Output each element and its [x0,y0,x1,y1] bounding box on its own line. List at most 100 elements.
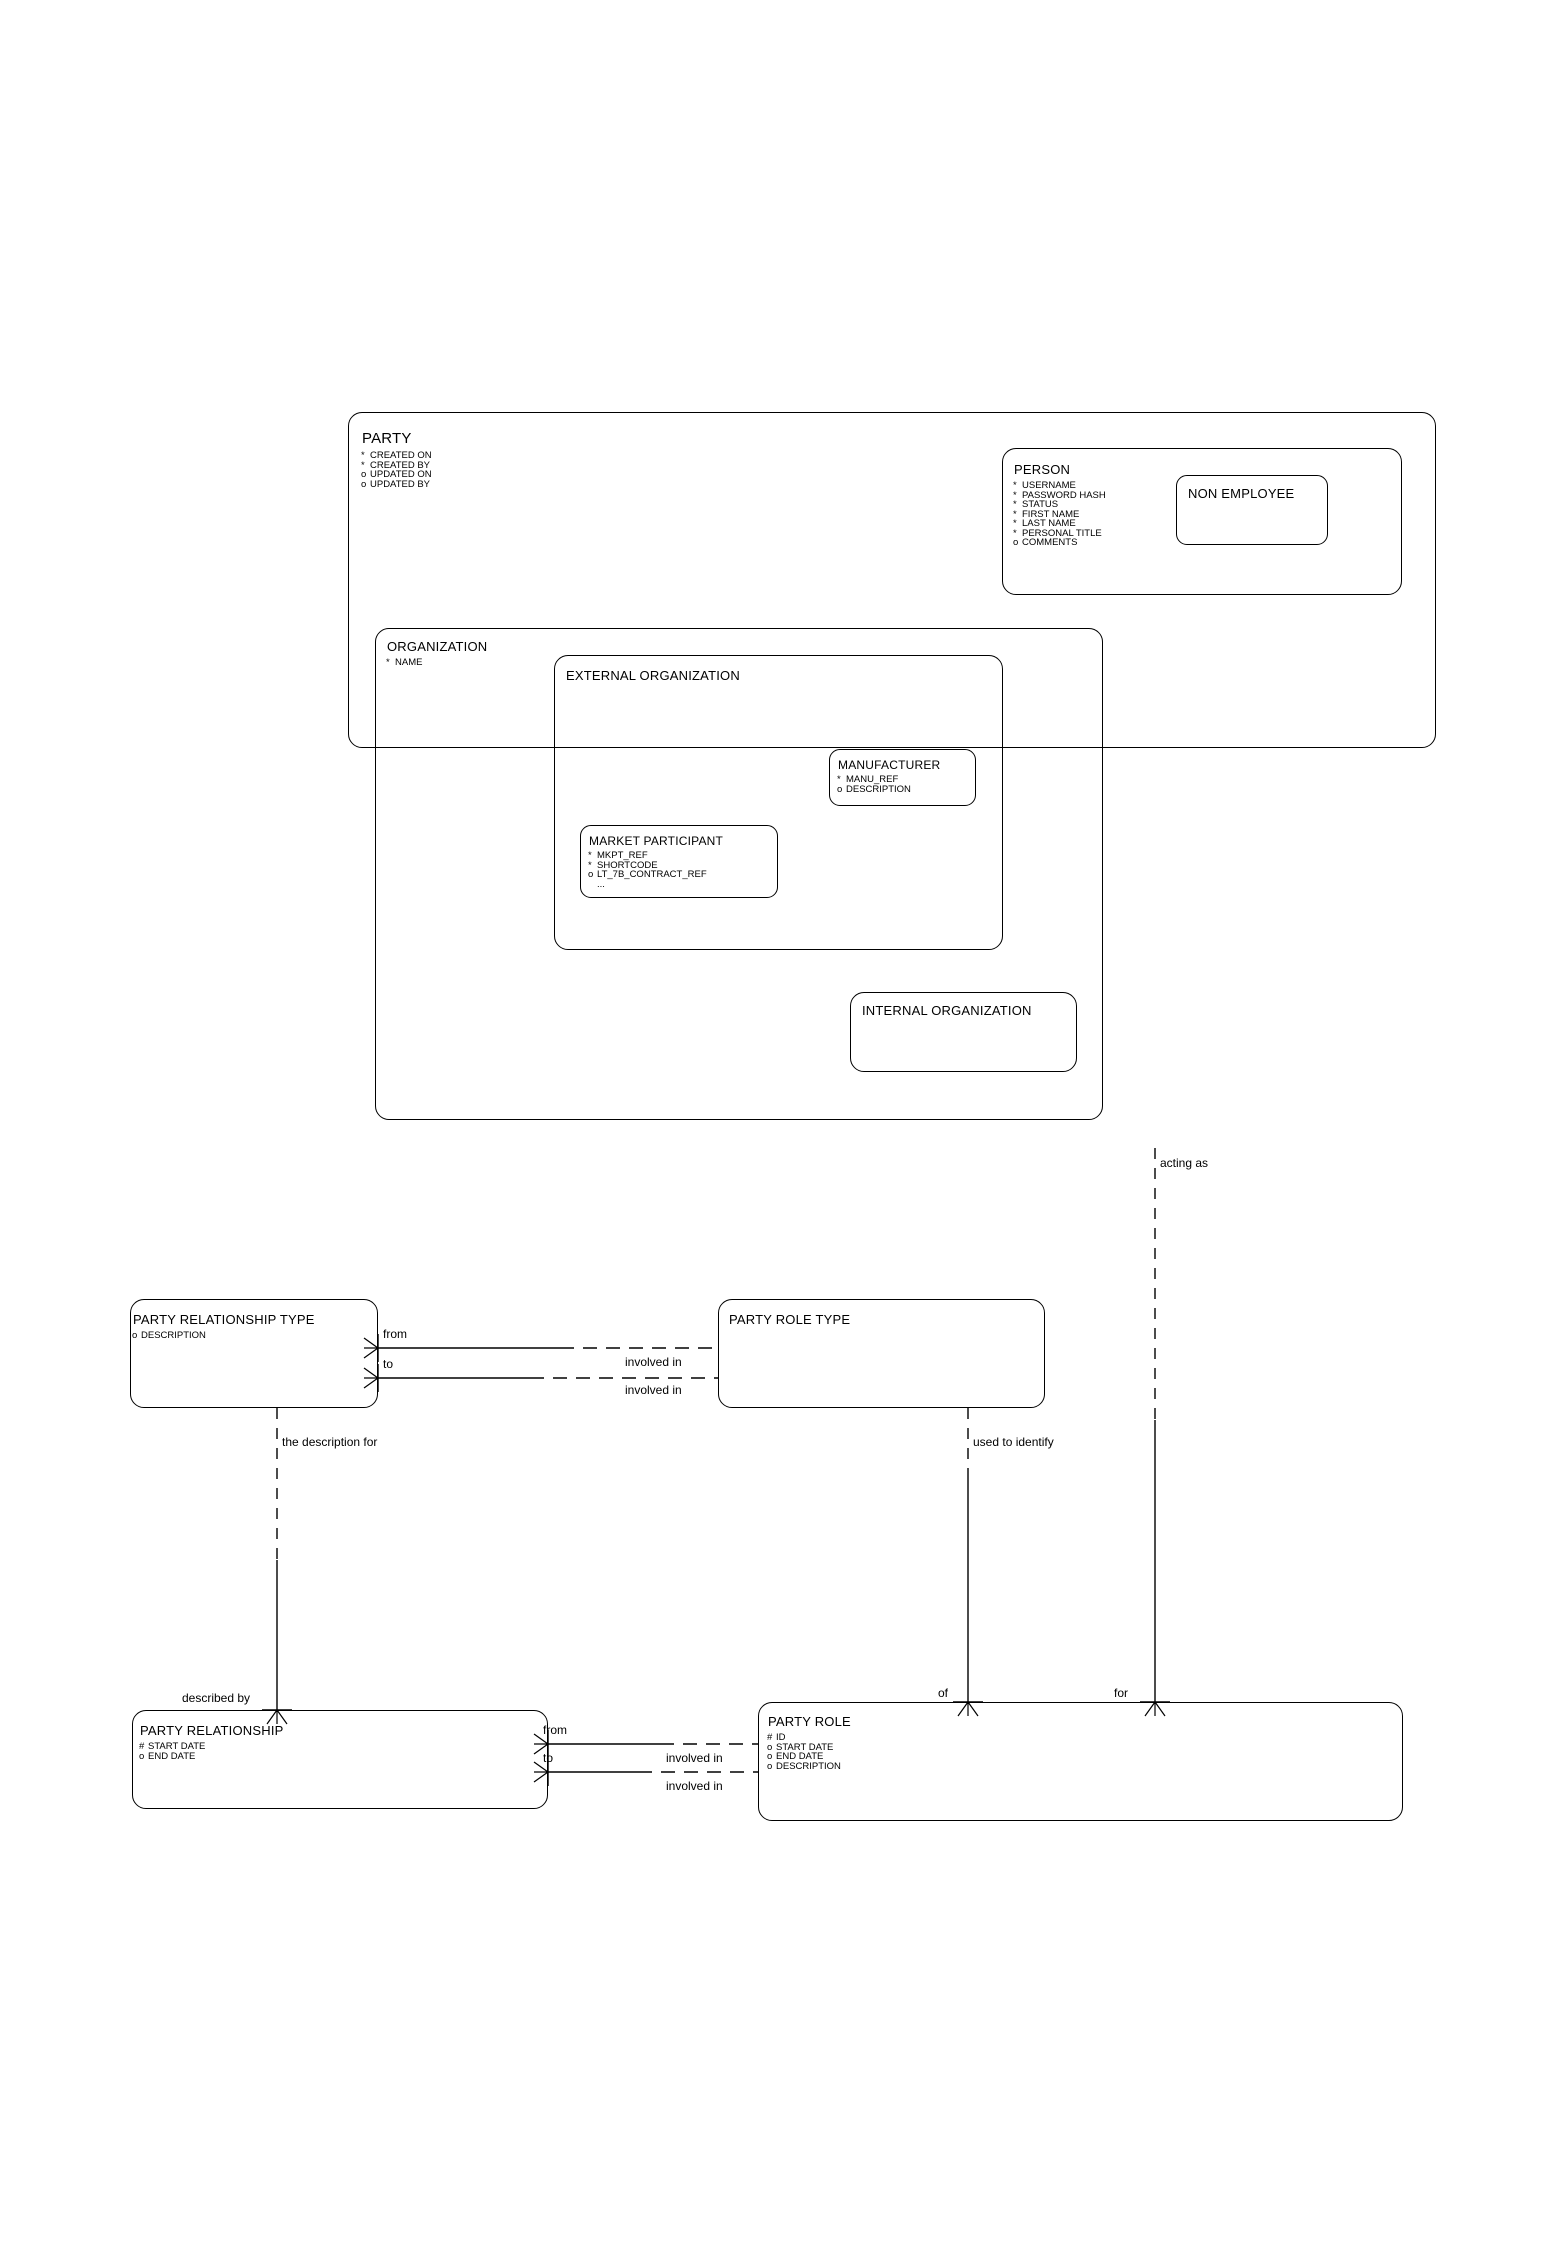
relationship-label-used-to-identify: used to identify [973,1435,1054,1449]
attribute-mark: * [588,859,592,871]
attribute-mark: o [139,1750,145,1762]
entity-party[interactable] [348,412,1436,748]
attribute-label: NAME [395,657,423,668]
attribute-label: DESCRIPTION [776,1760,841,1772]
attribute-label: COMMENTS [1022,537,1078,548]
entity-party-relationship-title: PARTY RELATIONSHIP [140,1723,284,1738]
attribute-row: *CREATED BY [361,459,432,471]
attribute-row: #ID [767,1733,841,1743]
attribute-row: * MANU_REF [837,775,911,785]
entity-party-role-title: PARTY ROLE [768,1714,851,1729]
attribute-label: PERSONAL TITLE [1022,527,1102,539]
relationship-label-prt-involved-in-1: involved in [625,1355,682,1369]
attribute-mark: o [767,1741,773,1753]
attribute-label: PASSWORD HASH [1022,489,1106,501]
attribute-mark: * [1013,489,1017,501]
attribute-mark: o [1013,537,1019,548]
attribute-mark: * [1013,480,1017,491]
entity-market-participant-title: MARKET PARTICIPANT [589,834,724,848]
attribute-mark: * [1013,499,1017,510]
attribute-label: UPDATED BY [370,478,431,490]
relationship-label-of: of [938,1686,949,1700]
attribute-row: *LAST NAME [1013,519,1106,529]
relationship-acting-as-for [1140,1148,1170,1717]
entity-non-employee[interactable] [1176,475,1328,545]
attribute-row: *CREATED ON [361,451,432,461]
entity-external-organization-title: EXTERNAL ORGANIZATION [566,668,740,683]
attribute-label: SHORTCODE [597,859,658,871]
attribute-mark: # [139,1741,145,1752]
attribute-row: * SHORTCODE [588,859,707,871]
attribute-mark: # [767,1732,773,1743]
entity-market-participant[interactable] [580,825,778,898]
attribute-row: *FIRST NAME [1013,508,1106,520]
attribute-mark: o [361,469,367,480]
relationship-label-pr-to: to [543,1751,554,1765]
entity-person[interactable] [1002,448,1402,595]
entity-internal-organization[interactable] [850,992,1077,1072]
attribute-row: #START DATE [139,1742,205,1752]
attribute-row: * PERSONAL TITLE [1013,527,1106,539]
entity-manufacturer[interactable] [829,749,976,806]
attribute-label: MANU_REF [846,774,899,785]
attribute-row: ... [588,878,707,890]
entity-party-role[interactable] [758,1702,1403,1821]
relationship-the-description-for-described-by [262,1408,292,1725]
relationship-label-pr-involved-in-1: involved in [666,1751,723,1765]
attribute-label: UPDATED ON [370,469,432,480]
entity-party-relationship[interactable] [132,1710,548,1809]
entity-non-employee-title: NON EMPLOYEE [1188,486,1295,501]
entity-party-relationship-type[interactable] [130,1299,378,1408]
attribute-label: ... [597,878,605,890]
attribute-mark: o [837,783,843,795]
attribute-mark: * [361,459,365,471]
attribute-label: LT_7B_CONTRACT_REF [597,869,707,880]
attribute-mark: o [767,1751,773,1762]
relationship-used-to-identify-of [953,1408,983,1717]
attribute-row: * PASSWORD HASH [1013,489,1106,501]
relationship-label-prt-to: to [383,1357,394,1371]
attribute-mark: * [588,850,592,861]
attribute-mark: o [767,1760,773,1772]
entity-organization-attributes: * NAME [386,658,422,668]
entity-party-relationship-type-title: PARTY RELATIONSHIP TYPE [133,1312,315,1327]
attribute-row: * NAME [386,658,422,668]
entity-person-title: PERSON [1014,462,1071,477]
attribute-row: * MKPT_REF [588,851,707,861]
relationship-label-described-by: described by [182,1691,251,1705]
attribute-label: MKPT_REF [597,850,648,861]
attribute-label: CREATED ON [370,450,432,461]
attribute-mark: * [386,657,390,668]
entity-person-attributes: *USERNAME *PASSWORD HASH *STATUS *FIRST … [1013,481,1106,548]
entity-organization-title: ORGANIZATION [387,639,488,654]
entity-organization[interactable] [375,628,1103,1120]
attribute-row: *STATUS [1013,500,1106,510]
attribute-mark: * [1013,518,1017,529]
attribute-label: DESCRIPTION [141,1330,206,1341]
entity-party-role-type[interactable] [718,1299,1045,1408]
attribute-row: *USERNAME [1013,481,1106,491]
attribute-mark: * [837,774,841,785]
attribute-label: END DATE [148,1750,196,1762]
entity-party-role-type-title: PARTY ROLE TYPE [729,1312,851,1327]
attribute-label: FIRST NAME [1022,508,1080,520]
attribute-mark: o [361,478,367,490]
entity-party-title: PARTY [362,430,412,447]
attribute-label: END DATE [776,1751,824,1762]
entity-external-organization[interactable] [554,655,1003,950]
relationship-label-acting-as: acting as [1160,1156,1209,1170]
relationship-label-the-description-for: the description for [282,1435,378,1449]
attribute-mark: * [1013,527,1017,539]
